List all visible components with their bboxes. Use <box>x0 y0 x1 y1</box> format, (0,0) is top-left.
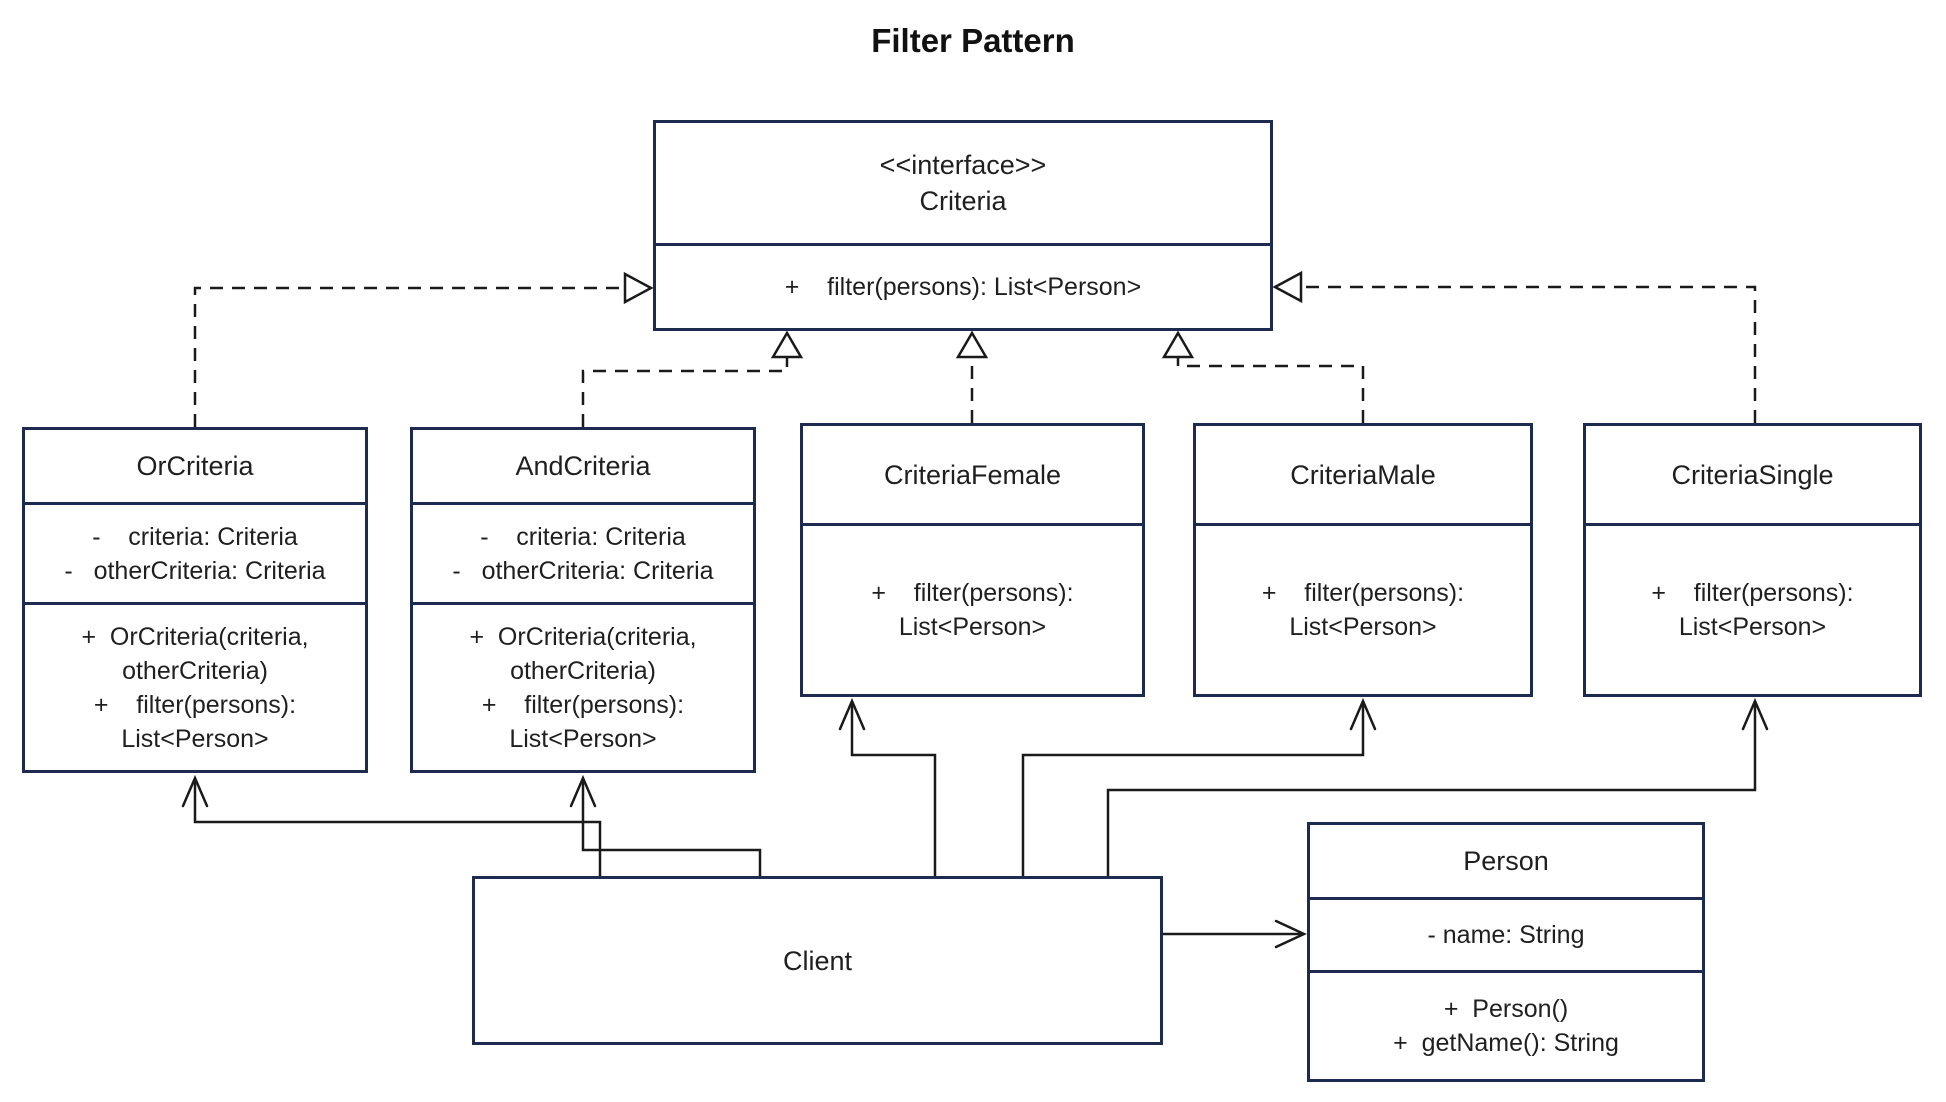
compartment-methods: + OrCriteria(criteria, otherCriteria) + … <box>25 602 365 770</box>
compartment-methods: + filter(persons): List<Person> <box>1586 523 1919 694</box>
method-line: + getName(): String <box>1393 1029 1619 1057</box>
method-line: List<Person> <box>898 613 1047 641</box>
compartment-title: Person <box>1310 825 1702 897</box>
association-client-andcriteria <box>569 774 762 876</box>
attribute-line: - criteria: Criteria <box>480 522 686 551</box>
realization-andcriteria-link <box>581 330 804 427</box>
class-name: CriteriaSingle <box>1671 459 1834 490</box>
attribute-line: - criteria: Criteria <box>92 522 298 551</box>
method-line: + filter(persons): <box>871 579 1074 607</box>
open-arrowhead-icon <box>1349 697 1377 731</box>
compartment-title: Client <box>475 879 1160 1042</box>
compartment-attributes: - name: String <box>1310 897 1702 970</box>
compartment-title: CriteriaSingle <box>1586 426 1919 523</box>
realization-criteriafemale-link <box>955 330 989 423</box>
compartment-attributes: - criteria: Criteria - otherCriteria: Cr… <box>25 502 365 602</box>
page-title: Filter Pattern <box>871 22 1075 59</box>
method-line: otherCriteria) <box>122 656 268 685</box>
association-client-person <box>1163 919 1307 949</box>
class-box-person: Person - name: String + Person() + getNa… <box>1307 822 1705 1082</box>
method-line: List<Person> <box>121 724 269 753</box>
open-arrowhead-icon <box>181 774 209 808</box>
class-name: CriteriaFemale <box>883 459 1062 490</box>
class-name: OrCriteria <box>136 451 254 481</box>
class-box-criteriafemale: CriteriaFemale + filter(persons): List<P… <box>800 423 1145 697</box>
realization-orcriteria-link <box>193 271 654 427</box>
compartment-title: CriteriaMale <box>1196 426 1530 523</box>
class-box-orcriteria: OrCriteria - criteria: Criteria - otherC… <box>22 427 368 773</box>
class-box-criteria-interface: <<interface>> Criteria + filter(persons)… <box>653 120 1273 331</box>
class-box-criteriamale: CriteriaMale + filter(persons): List<Per… <box>1193 423 1533 697</box>
method-line: + filter(persons): <box>93 690 297 719</box>
association-client-criteriamale <box>1021 697 1377 876</box>
open-arrowhead-icon <box>1741 697 1769 731</box>
compartment-title: AndCriteria <box>413 430 753 502</box>
open-arrowhead-icon <box>569 774 597 808</box>
compartment-methods: + filter(persons): List<Person> <box>803 523 1142 694</box>
compartment-methods: + filter(persons): List<Person> <box>1196 523 1530 694</box>
compartment-title: <<interface>> Criteria <box>656 123 1270 243</box>
compartment-methods: + Person() + getName(): String <box>1310 970 1702 1079</box>
hollow-triangle-icon <box>955 330 989 359</box>
hollow-triangle-icon <box>770 330 804 359</box>
class-name: Criteria <box>919 186 1007 216</box>
method-line: + filter(persons): <box>1261 579 1465 607</box>
class-name: Person <box>1463 846 1549 876</box>
method-line: + OrCriteria(criteria, <box>469 622 697 651</box>
class-box-client: Client <box>472 876 1163 1045</box>
class-box-criteriasingle: CriteriaSingle + filter(persons): List<P… <box>1583 423 1922 697</box>
compartment-title: CriteriaFemale <box>803 426 1142 523</box>
method-line: List<Person> <box>1289 613 1437 641</box>
hollow-triangle-icon <box>1161 330 1195 359</box>
hollow-triangle-icon <box>1272 270 1303 304</box>
attribute-line: - otherCriteria: Criteria <box>452 556 714 585</box>
compartment-methods: + OrCriteria(criteria, otherCriteria) + … <box>413 602 753 770</box>
class-name: CriteriaMale <box>1290 459 1436 490</box>
association-client-criteriasingle <box>1106 697 1769 876</box>
class-name: Client <box>782 945 853 976</box>
stereotype-label: <<interface>> <box>879 150 1047 180</box>
method-line: List<Person> <box>1678 613 1827 641</box>
method-line: + filter(persons): List<Person> <box>784 273 1142 301</box>
method-line: List<Person> <box>509 724 657 753</box>
open-arrowhead-icon <box>1274 919 1307 949</box>
attribute-line: - otherCriteria: Criteria <box>64 556 326 585</box>
compartment-attributes: - criteria: Criteria - otherCriteria: Cr… <box>413 502 753 602</box>
compartment-methods: + filter(persons): List<Person> <box>656 243 1270 328</box>
class-name: AndCriteria <box>515 451 651 481</box>
method-line: + filter(persons): <box>481 690 685 719</box>
method-line: otherCriteria) <box>510 656 656 685</box>
realization-criteriamale-link <box>1161 330 1365 423</box>
compartment-title: OrCriteria <box>25 430 365 502</box>
method-line: + filter(persons): <box>1651 579 1854 607</box>
class-box-andcriteria: AndCriteria - criteria: Criteria - other… <box>410 427 756 773</box>
association-client-criteriafemale <box>838 697 937 876</box>
realization-criteriasingle-link <box>1272 270 1757 423</box>
association-client-orcriteria <box>181 774 602 876</box>
method-line: + Person() <box>1443 995 1569 1023</box>
hollow-triangle-icon <box>623 271 654 305</box>
attribute-line: - name: String <box>1427 921 1585 949</box>
method-line: + OrCriteria(criteria, <box>81 622 309 651</box>
open-arrowhead-icon <box>838 697 866 731</box>
